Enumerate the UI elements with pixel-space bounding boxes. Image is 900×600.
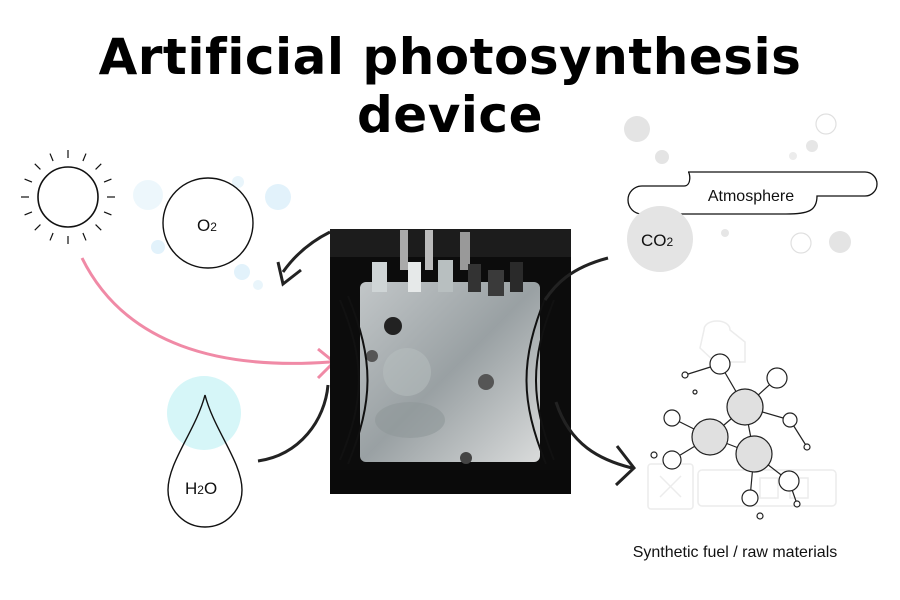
sun-ray	[95, 224, 102, 231]
sun-ray	[82, 153, 87, 162]
products-caption: Synthetic fuel / raw materials	[632, 544, 838, 561]
sun-icon	[21, 150, 115, 244]
sun-ray	[24, 178, 33, 183]
right-flow-arrows	[543, 256, 637, 487]
device-photo	[330, 229, 571, 494]
sunlight-arrow	[80, 257, 337, 380]
oxygen-label: O2	[197, 216, 217, 235]
sun-ray	[24, 211, 33, 216]
water-drop-icon: H2O	[167, 376, 243, 528]
co2-label: CO2	[641, 231, 674, 250]
atmosphere-node: Atmosphere CO2	[624, 113, 878, 272]
sun-ray	[34, 224, 41, 231]
sun-ray	[82, 232, 87, 241]
sun-ray	[34, 163, 41, 170]
sun-ray	[103, 178, 112, 183]
sun-ray	[103, 211, 112, 216]
sun-ray	[49, 232, 54, 241]
water-label: H2O	[185, 479, 217, 498]
atmosphere-label: Atmosphere	[708, 188, 794, 205]
left-flow-arrows	[257, 230, 331, 463]
molecule-icon	[647, 320, 837, 520]
sun-ray	[49, 153, 54, 162]
page-title: Artificial photosynthesis device	[98, 28, 802, 144]
sun-ray	[95, 163, 102, 170]
device-brackets	[339, 295, 555, 465]
oxygen-node: O2	[133, 176, 291, 290]
